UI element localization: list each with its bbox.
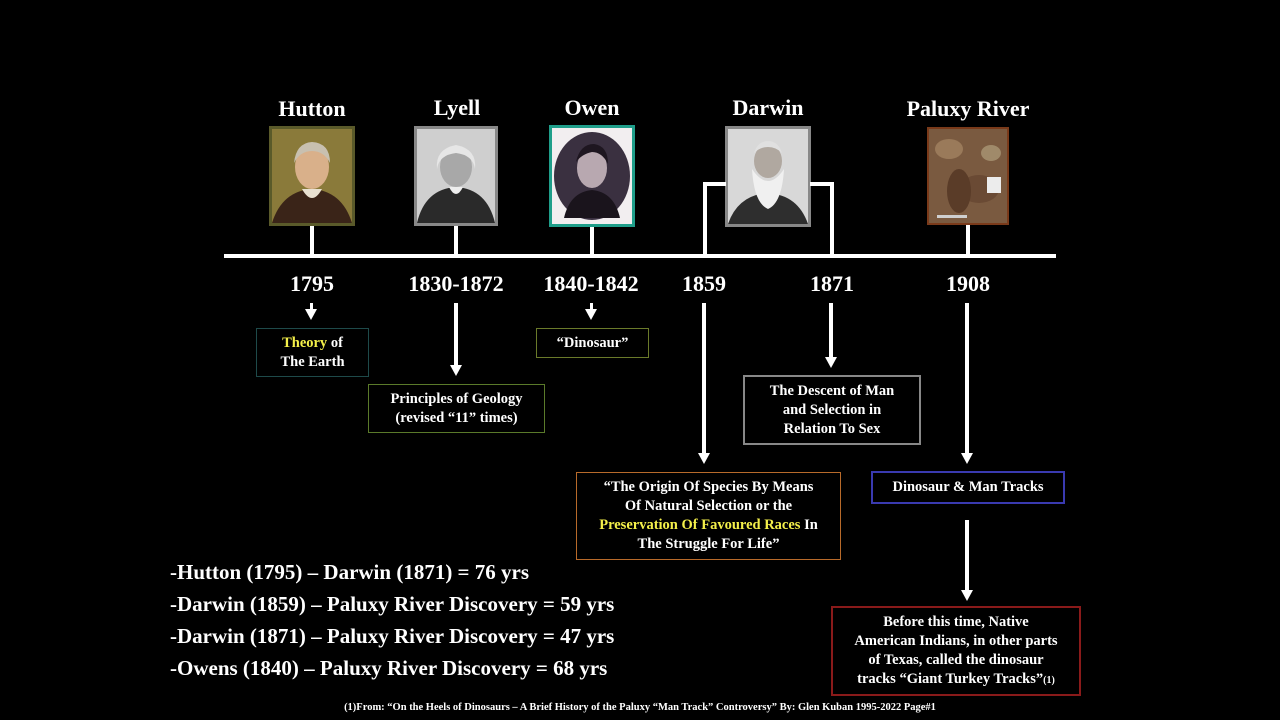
owen-portrait [549,125,635,227]
hutton-arrow-shaft [310,303,313,309]
principles-line-2: (revised “11” times) [395,409,518,426]
name-darwin: Darwin [732,95,804,120]
descent-of-man-box: The Descent of Man and Selection in Rela… [743,375,921,445]
year-darwin-origin: 1859 [682,271,726,296]
year-darwin-descent: 1871 [810,271,854,296]
tracks-text: Dinosaur & Man Tracks [892,479,1044,495]
lyell-portrait [414,126,498,226]
year-hutton: 1795 [290,271,334,296]
paluxy-connector [966,225,970,256]
owen-arrow-shaft [590,303,593,309]
theory-of-text: of [327,334,343,351]
darwin-bracket-right [810,182,834,186]
darwin-portrait [725,126,811,227]
native-arrow-head [961,590,973,601]
native-arrow-shaft [965,520,969,590]
native-line-4: tracks “Giant Turkey Tracks” [857,670,1044,687]
lyell-arrow-head [450,365,462,376]
tracks-arrow-head [961,453,973,464]
hutton-connector [310,226,314,256]
year-paluxy: 1908 [946,271,990,296]
descent-line-1: The Descent of Man [769,382,895,399]
hutton-arrow-head [305,309,317,320]
origin-arrow-shaft [702,303,706,453]
name-lyell: Lyell [433,95,481,120]
darwin-bracket-right-down [830,182,834,256]
dinosaur-man-tracks-box: Dinosaur & Man Tracks [871,471,1065,504]
darwin-bracket-left [703,182,726,186]
descent-line-2: and Selection in [782,401,882,418]
descent-arrow-head [825,357,837,368]
timeline-axis [224,254,1056,258]
principles-of-geology-box: Principles of Geology (revised “11” time… [368,384,545,433]
summary-line-3: -Darwin (1871) – Paluxy River Discovery … [170,624,615,648]
tracks-arrow-shaft [965,303,969,453]
the-earth-text: The Earth [280,353,345,370]
owen-arrow-head [585,309,597,320]
descent-arrow-shaft [829,303,833,357]
owen-connector [590,227,594,256]
name-paluxy: Paluxy River [906,96,1030,121]
origin-line-3-end: In [800,517,818,533]
hutton-portrait [269,126,355,226]
lyell-connector [454,226,458,256]
origin-line-4: The Struggle For Life” [637,536,780,552]
footnote-marker: (1) [1043,674,1055,686]
summary-line-2: -Darwin (1859) – Paluxy River Discovery … [170,592,615,616]
theory-highlight: Theory [282,334,328,351]
year-owen: 1840-1842 [543,271,639,296]
dinosaur-text: “Dinosaur” [556,334,629,351]
native-line-2: American Indians, in other parts [854,632,1058,649]
native-american-note-box: Before this time, Native American Indian… [831,606,1081,696]
summary-line-1: -Hutton (1795) – Darwin (1871) = 76 yrs [170,560,530,584]
principles-line-1: Principles of Geology [390,390,523,407]
origin-of-species-box: “The Origin Of Species By Means Of Natur… [576,472,841,560]
darwin-bracket-left-down [703,182,707,256]
native-line-3: of Texas, called the dinosaur [868,651,1044,668]
theory-of-earth-box: Theory of The Earth [256,328,369,377]
dinosaur-box: “Dinosaur” [536,328,649,358]
origin-arrow-head [698,453,710,464]
origin-line-1: “The Origin Of Species By Means [603,479,814,495]
name-hutton: Hutton [278,96,346,121]
native-line-1: Before this time, Native [883,613,1029,630]
name-owen: Owen [564,95,620,120]
descent-line-3: Relation To Sex [783,420,881,437]
lyell-arrow-shaft [454,303,458,365]
citation-footer: (1)From: “On the Heels of Dinosaurs – A … [344,702,936,713]
year-lyell: 1830-1872 [408,271,504,296]
paluxy-track-photo [927,127,1009,225]
origin-line-2: Of Natural Selection or the [624,498,793,514]
origin-highlight: Preservation Of Favoured Races [599,517,801,533]
summary-line-4: -Owens (1840) – Paluxy River Discovery =… [170,656,608,680]
